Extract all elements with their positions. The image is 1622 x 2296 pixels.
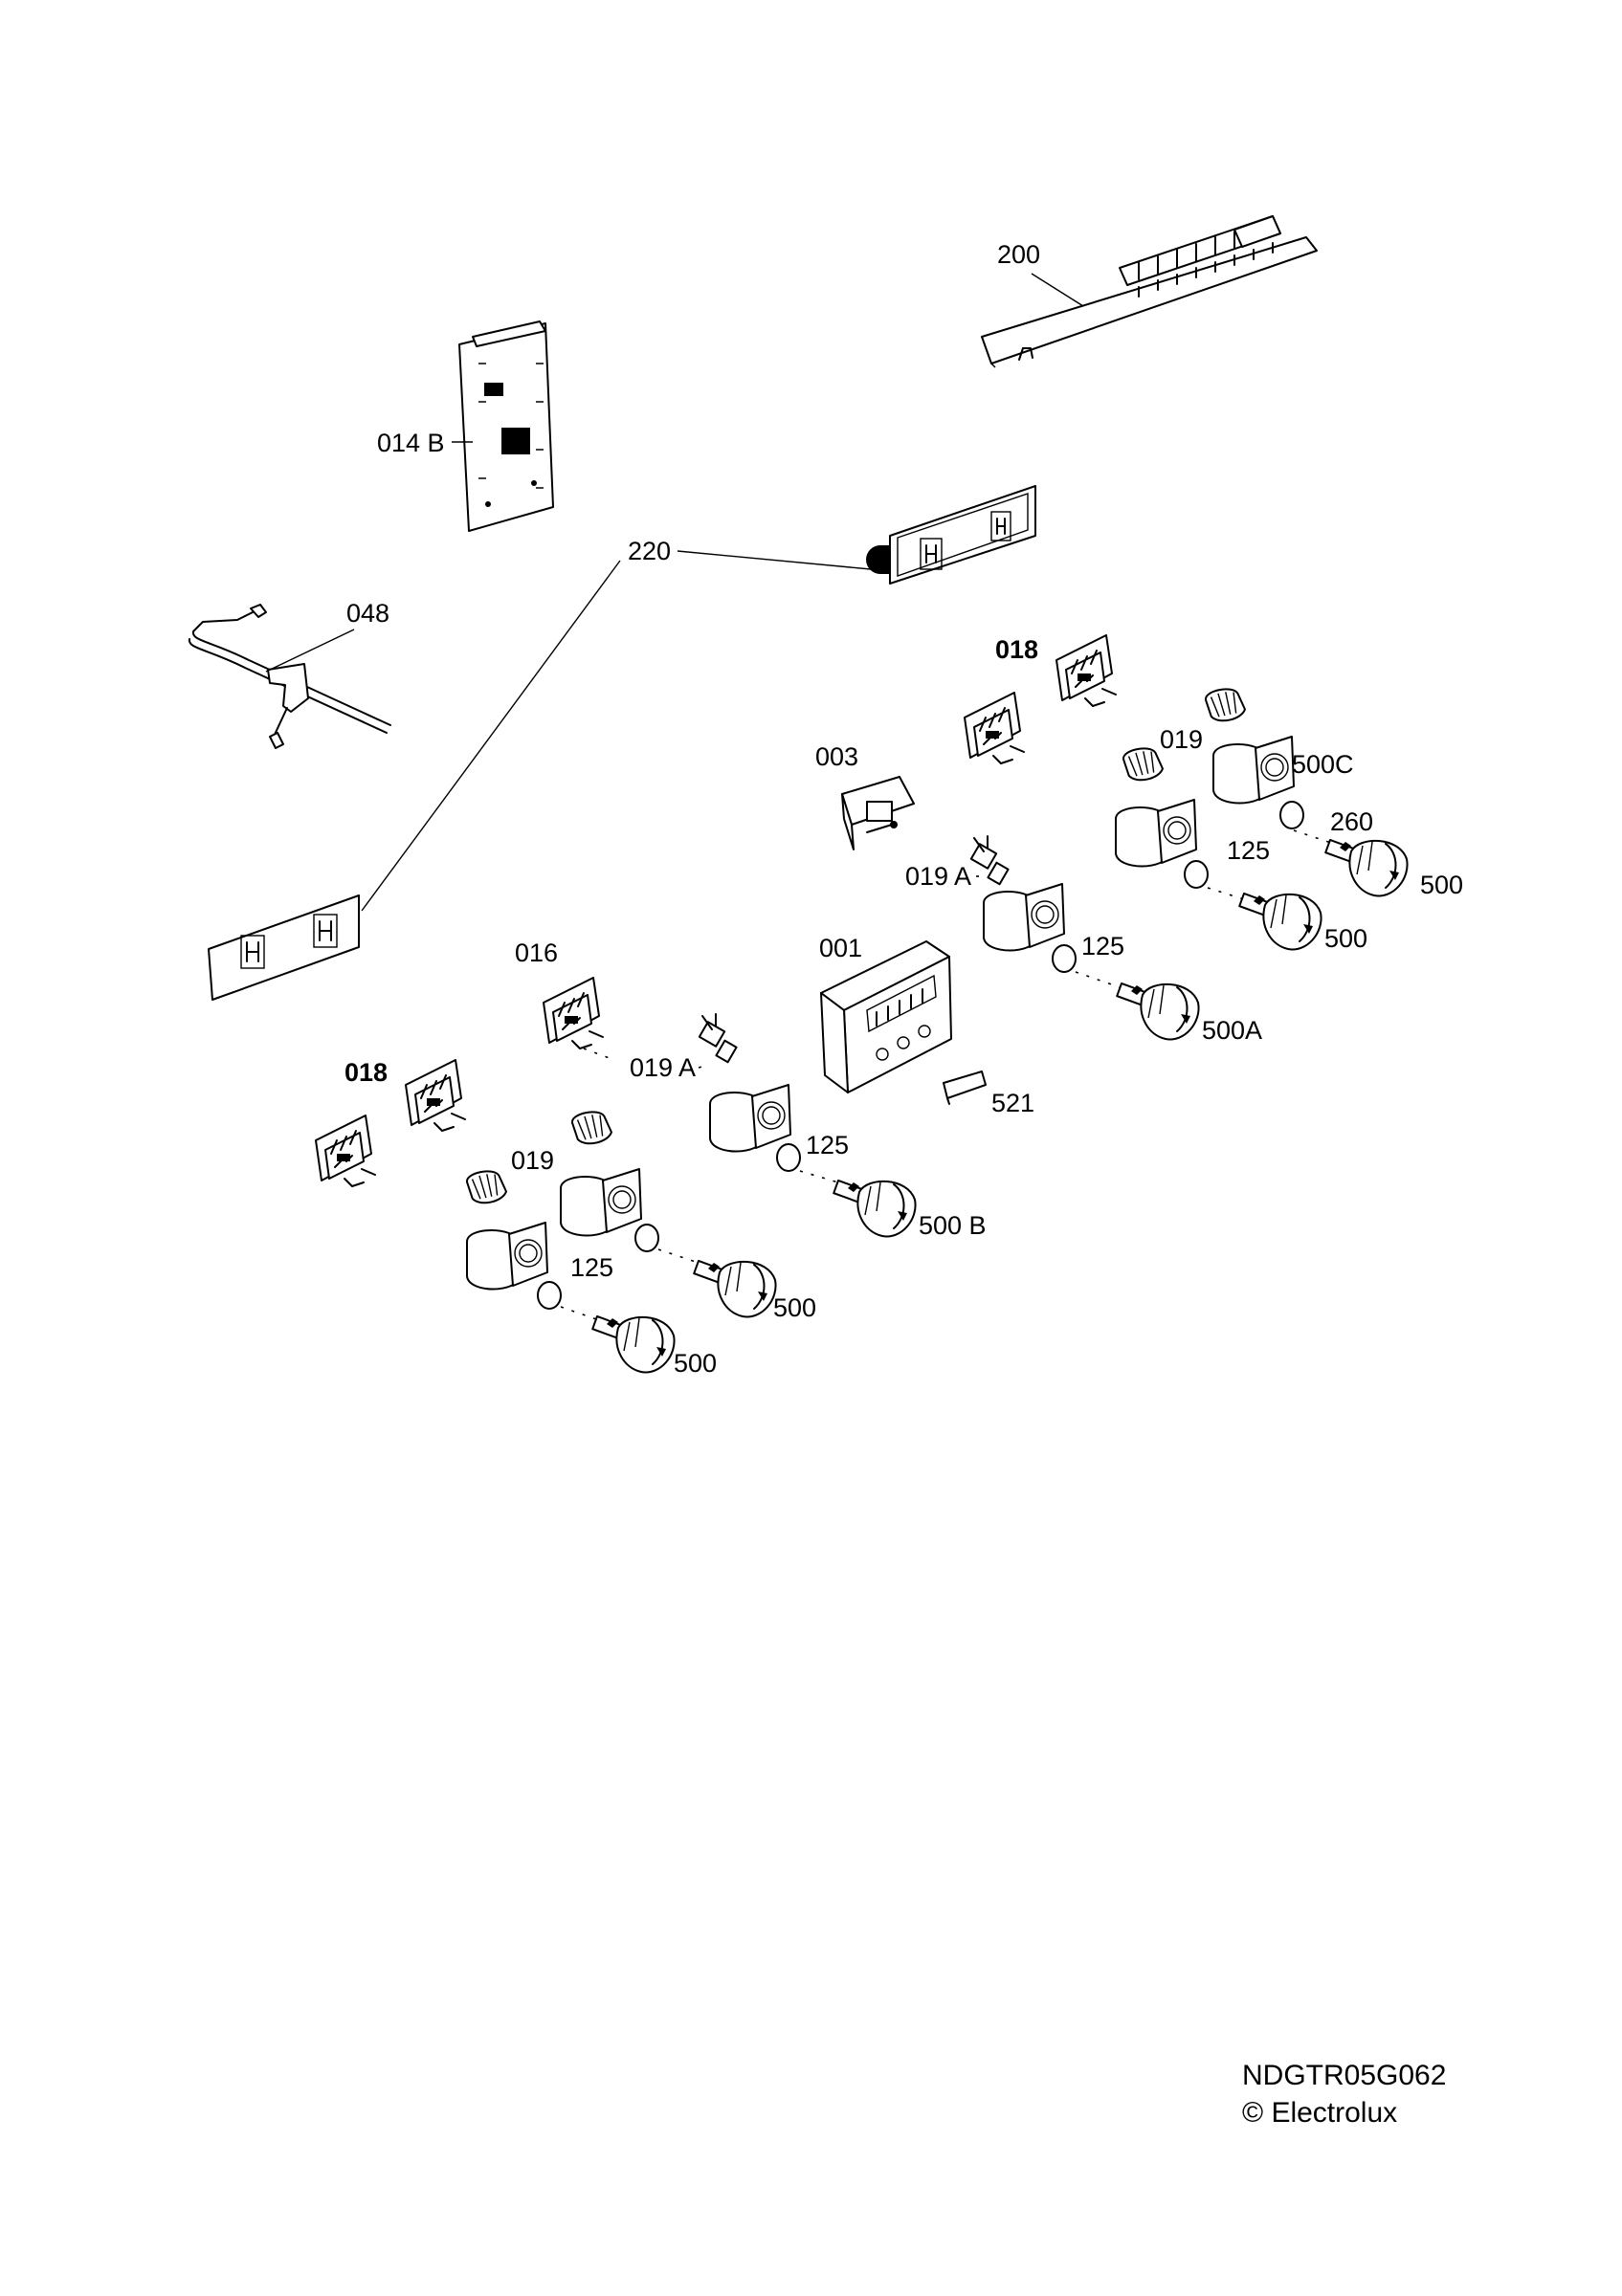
label-125-upper-mid: 125 (1081, 932, 1124, 960)
label-048: 048 (346, 599, 389, 628)
part-500-knob-upper-right (1324, 839, 1409, 897)
label-001: 001 (819, 934, 862, 962)
part-260-ring (1279, 801, 1304, 829)
part-019-lamp-lower-b (464, 1166, 509, 1207)
label-125-lower-mid: 125 (806, 1131, 849, 1159)
part-500-knob-lower-left (591, 1315, 676, 1374)
part-018-switch-upper-a (1055, 634, 1117, 707)
label-500c: 500C (1292, 750, 1354, 779)
label-125-upper-right: 125 (1227, 836, 1270, 865)
leader-220-lower (361, 560, 621, 912)
part-500a-knob (1116, 982, 1200, 1041)
part-220-display-board-lower (208, 894, 360, 1001)
label-260: 260 (1330, 807, 1373, 836)
part-sleeve-lower-left (466, 1222, 548, 1291)
part-200-relay-board (981, 215, 1318, 368)
part-sleeve-upper-left (983, 883, 1065, 952)
part-sleeve-lower-mid (560, 1168, 642, 1237)
label-500a: 500A (1202, 1016, 1262, 1045)
diagram-code: NDGTR05G062 (1242, 2060, 1447, 2091)
part-018-switch-upper-b (964, 692, 1025, 764)
label-018-lower: 018 (344, 1058, 388, 1087)
part-500c-sleeve (1212, 736, 1295, 805)
part-125-ring-upper-mid (1052, 944, 1077, 973)
part-018-switch-lower-b (315, 1115, 376, 1187)
part-003-selector (841, 776, 915, 850)
part-019-lamp-upper-a (1203, 684, 1248, 725)
label-521: 521 (991, 1089, 1034, 1117)
label-500-lower-left: 500 (674, 1349, 717, 1378)
part-019a-pin-lower (698, 1013, 738, 1064)
part-019-lamp-lower-a (569, 1107, 614, 1148)
footer: NDGTR05G062 © Electrolux (1242, 2057, 1446, 2131)
leader-200 (1031, 273, 1084, 307)
part-016-switch (543, 977, 604, 1049)
part-500b-knob (833, 1180, 917, 1238)
label-019a-upper: 019 A (905, 862, 971, 891)
part-014b-control-board (458, 320, 554, 532)
label-019a-lower: 019 A (630, 1053, 696, 1082)
label-019-upper: 019 (1160, 725, 1203, 754)
label-500-lower-right: 500 (773, 1293, 816, 1322)
part-001-clock-timer (820, 940, 952, 1093)
part-125-ring-lower-right (634, 1224, 659, 1252)
part-sleeve-lower-right (709, 1084, 791, 1153)
part-018-switch-lower-a (405, 1059, 466, 1132)
copyright-notice: © Electrolux (1242, 2097, 1398, 2129)
part-521-bracket (943, 1071, 987, 1105)
part-500-knob-upper-mid (1238, 893, 1322, 951)
label-018-upper: 018 (995, 635, 1038, 664)
leader-220-upper (677, 550, 872, 570)
label-220: 220 (628, 537, 671, 565)
label-003: 003 (815, 742, 858, 771)
label-500-upper-mid: 500 (1324, 924, 1367, 953)
label-500-upper-right: 500 (1420, 871, 1463, 899)
label-125-lower-left: 125 (570, 1253, 613, 1282)
part-125-ring-upper-right (1184, 860, 1209, 889)
leader-048 (265, 629, 355, 673)
relay-row (1119, 215, 1281, 298)
label-016: 016 (515, 938, 558, 967)
part-125-ring-lower-mid (776, 1143, 801, 1172)
part-sleeve-upper-mid (1115, 799, 1197, 868)
label-500b: 500 B (919, 1211, 987, 1240)
label-019-lower: 019 (511, 1146, 554, 1175)
label-014b: 014 B (377, 429, 445, 457)
part-019-lamp-upper-b (1121, 743, 1166, 784)
label-200: 200 (997, 240, 1040, 269)
part-048-temperature-sensor (188, 604, 391, 749)
part-500-knob-lower-right (693, 1260, 777, 1318)
part-220-display-board-upper (866, 485, 1036, 585)
part-125-ring-lower-left (537, 1281, 562, 1310)
